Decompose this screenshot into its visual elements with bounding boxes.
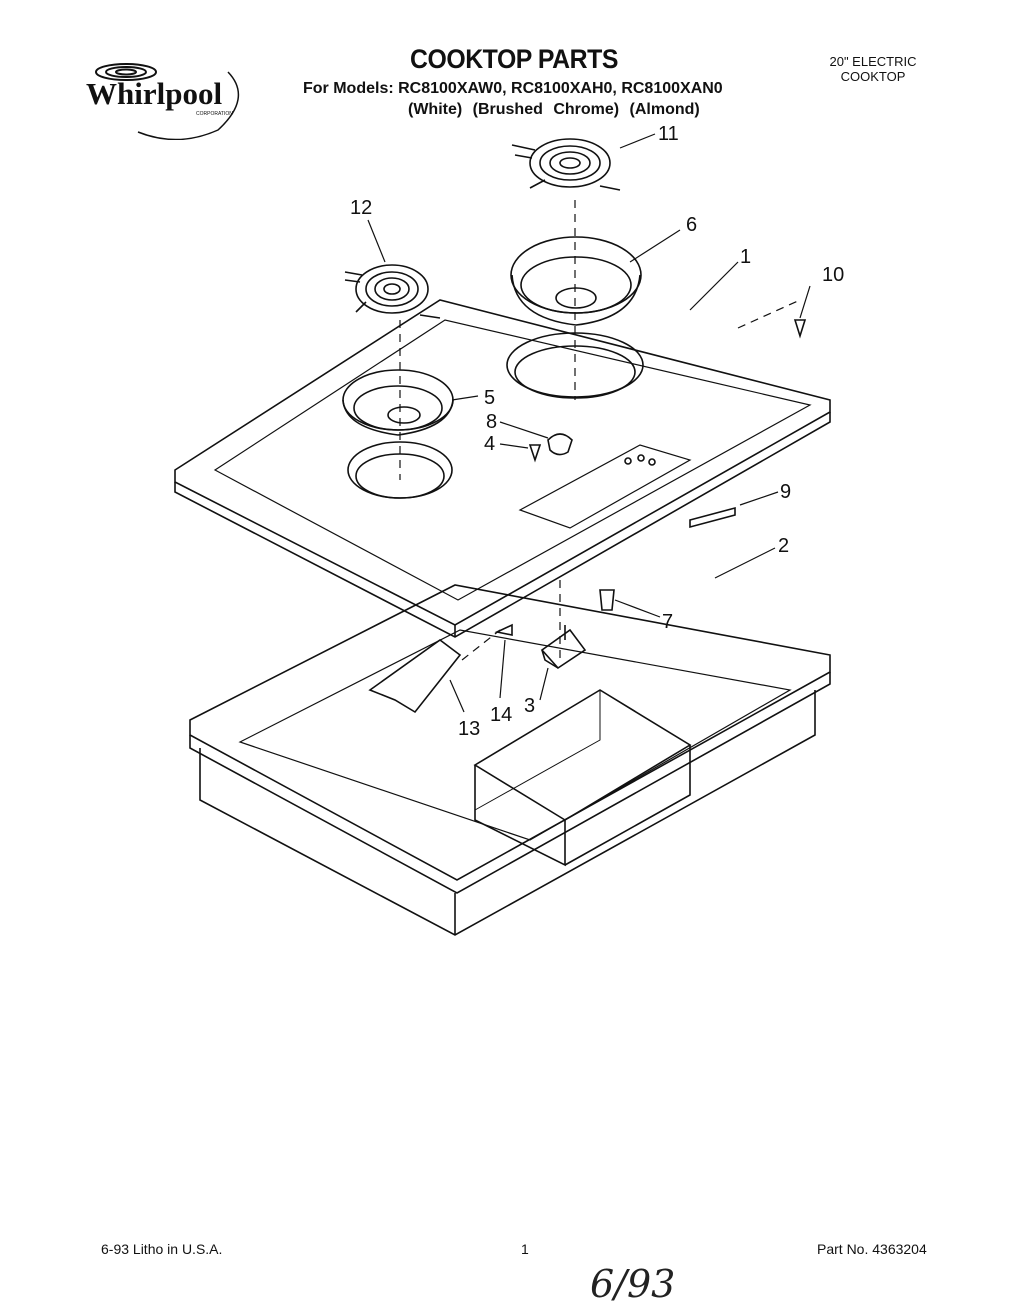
surface-element-small — [344, 264, 441, 319]
page-title: COOKTOP PARTS — [410, 44, 618, 74]
callout-13: 13 — [458, 718, 480, 740]
cooktop-panel — [174, 299, 831, 638]
leader-lines — [367, 133, 811, 713]
callout-12: 12 — [350, 197, 372, 219]
callout-9: 9 — [780, 481, 791, 503]
callout-1: 1 — [740, 246, 751, 268]
models-line: For Models: RC8100XAW0, RC8100XAH0, RC81… — [303, 80, 723, 97]
callout-3: 3 — [524, 695, 535, 717]
callout-2: 2 — [778, 535, 789, 557]
whirlpool-logo: Whirlpool CORPORATION — [86, 63, 240, 140]
callout-8: 8 — [486, 411, 497, 433]
surface-element-large — [511, 138, 621, 191]
control-area — [368, 319, 807, 714]
drip-bowl-small — [342, 369, 454, 436]
colors-line: (White) (Brushed Chrome) (Almond) — [408, 101, 700, 118]
callout-7: 7 — [662, 611, 673, 633]
brand-wordmark: Whirlpool — [86, 76, 222, 111]
callout-14: 14 — [490, 704, 512, 726]
print-date: 6-93 Litho in U.S.A. — [101, 1241, 223, 1257]
handwritten-date: 6/93 — [590, 1262, 676, 1306]
callout-10: 10 — [822, 264, 844, 286]
callout-5: 5 — [484, 387, 495, 409]
callout-6: 6 — [686, 214, 697, 236]
product-line-1: 20" ELECTRIC — [829, 54, 917, 69]
page-number: 1 — [521, 1241, 529, 1257]
product-line-2: COOKTOP — [840, 69, 906, 84]
product-type: 20" ELECTRIC COOKTOP — [818, 54, 928, 84]
brand-sub: CORPORATION — [196, 111, 233, 117]
cooktop-box — [189, 584, 831, 936]
drip-bowl-large — [510, 236, 642, 326]
part-number: Part No. 4363204 — [817, 1241, 927, 1257]
callout-11: 11 — [658, 123, 679, 145]
alignment-lines — [399, 200, 801, 661]
callout-4: 4 — [484, 433, 495, 455]
